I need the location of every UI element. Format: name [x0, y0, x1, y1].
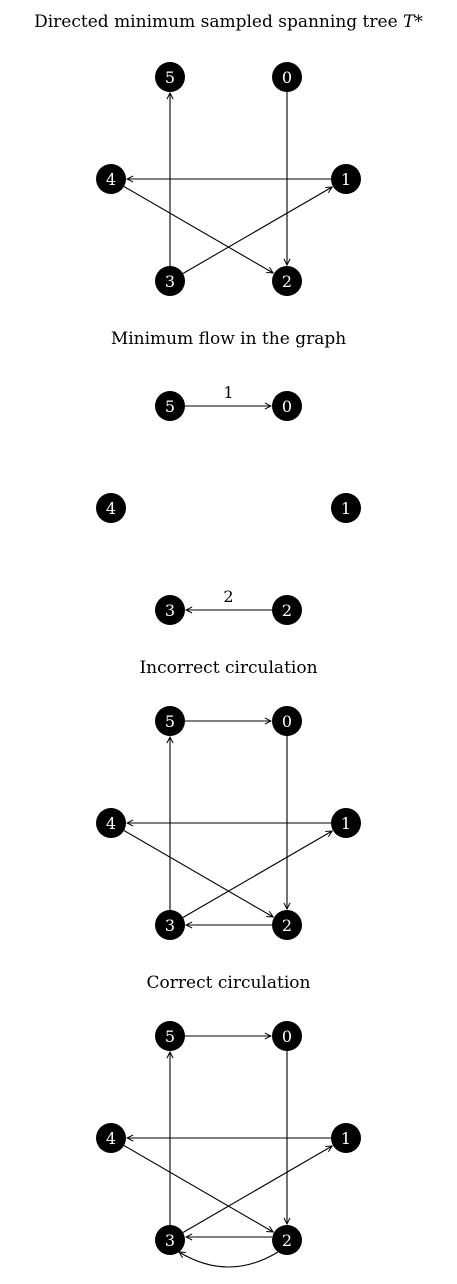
node-label-0-panel-1: 0 — [282, 397, 292, 416]
node-circle-0-panel-1 — [272, 391, 302, 421]
node-label-3-panel-0: 3 — [165, 272, 175, 291]
node-circle-3-panel-2 — [155, 910, 185, 940]
node-circle-5-panel-1 — [155, 391, 185, 421]
panel-title-3: Correct circulation — [0, 973, 457, 993]
node-label-2-panel-3: 2 — [282, 1231, 292, 1250]
node-label-1-panel-1: 1 — [341, 499, 351, 518]
node-circle-0-panel-3 — [272, 1021, 302, 1051]
node-label-0-panel-3: 0 — [282, 1027, 292, 1046]
node-circle-4-panel-1 — [96, 493, 126, 523]
node-label-5-panel-3: 5 — [165, 1027, 175, 1046]
node-1-panel-2: 1 — [331, 808, 361, 838]
node-circle-3-panel-3 — [155, 1225, 185, 1255]
node-5-panel-1: 5 — [155, 391, 185, 421]
edge-3-to-1-panel-3 — [182, 1146, 332, 1233]
panel-title-text-1: Minimum flow in the graph — [110, 329, 347, 349]
node-3-panel-3: 3 — [155, 1225, 185, 1255]
edge-4-to-2-panel-2 — [123, 830, 273, 917]
node-circle-2-panel-3 — [272, 1225, 302, 1255]
node-5-panel-3: 5 — [155, 1021, 185, 1051]
node-label-3-panel-3: 3 — [165, 1231, 175, 1250]
node-label-1-panel-3: 1 — [341, 1129, 351, 1148]
node-label-5-panel-1: 5 — [165, 397, 175, 416]
node-circle-1-panel-0 — [331, 164, 361, 194]
edge-3-to-1-panel-2 — [182, 831, 332, 918]
node-1-panel-0: 1 — [331, 164, 361, 194]
node-label-0-panel-2: 0 — [282, 712, 292, 731]
node-label-2-panel-0: 2 — [282, 272, 292, 291]
node-0-panel-0: 0 — [272, 62, 302, 92]
node-circle-5-panel-2 — [155, 706, 185, 736]
node-2-panel-2: 2 — [272, 910, 302, 940]
panel-title-1: Minimum flow in the graph — [0, 329, 457, 349]
node-0-panel-1: 0 — [272, 391, 302, 421]
node-label-4-panel-1: 4 — [106, 499, 116, 518]
edge-label-5-0-panel-1: 1 — [223, 383, 233, 402]
node-4-panel-3: 4 — [96, 1123, 126, 1153]
node-circle-4-panel-3 — [96, 1123, 126, 1153]
panel-title-text-3: Correct circulation — [146, 973, 311, 993]
node-label-4-panel-0: 4 — [106, 170, 116, 189]
node-label-4-panel-2: 4 — [106, 814, 116, 833]
node-4-panel-2: 4 — [96, 808, 126, 838]
node-3-panel-0: 3 — [155, 266, 185, 296]
node-label-3-panel-1: 3 — [165, 601, 175, 620]
node-0-panel-2: 0 — [272, 706, 302, 736]
node-circle-5-panel-3 — [155, 1021, 185, 1051]
node-circle-4-panel-0 — [96, 164, 126, 194]
node-2-panel-0: 2 — [272, 266, 302, 296]
node-4-panel-0: 4 — [96, 164, 126, 194]
panel-title-math-0: T* — [403, 12, 423, 32]
node-circle-2-panel-0 — [272, 266, 302, 296]
node-1-panel-3: 1 — [331, 1123, 361, 1153]
node-label-0-panel-0: 0 — [282, 68, 292, 87]
node-5-panel-2: 5 — [155, 706, 185, 736]
node-label-4-panel-3: 4 — [106, 1129, 116, 1148]
node-label-5-panel-2: 5 — [165, 712, 175, 731]
node-circle-2-panel-2 — [272, 910, 302, 940]
node-circle-4-panel-2 — [96, 808, 126, 838]
node-label-2-panel-2: 2 — [282, 916, 292, 935]
node-label-3-panel-2: 3 — [165, 916, 175, 935]
panel-title-text-2: Incorrect circulation — [139, 658, 318, 678]
node-label-1-panel-0: 1 — [341, 170, 351, 189]
node-3-panel-2: 3 — [155, 910, 185, 940]
edge-4-to-2-panel-3 — [123, 1145, 273, 1232]
panel-title-text-0: Directed minimum sampled spanning tree — [34, 12, 398, 32]
panel-title-0: Directed minimum sampled spanning tree T… — [0, 12, 457, 32]
node-circle-0-panel-2 — [272, 706, 302, 736]
node-label-5-panel-0: 5 — [165, 68, 175, 87]
node-label-1-panel-2: 1 — [341, 814, 351, 833]
edge-2-to-3-panel-3 — [179, 1252, 279, 1268]
node-0-panel-3: 0 — [272, 1021, 302, 1051]
node-circle-2-panel-1 — [272, 595, 302, 625]
node-circle-1-panel-3 — [331, 1123, 361, 1153]
node-3-panel-1: 3 — [155, 595, 185, 625]
edge-label-2-3-panel-1: 2 — [223, 587, 233, 606]
node-circle-5-panel-0 — [155, 62, 185, 92]
node-circle-1-panel-1 — [331, 493, 361, 523]
node-5-panel-0: 5 — [155, 62, 185, 92]
node-circle-3-panel-1 — [155, 595, 185, 625]
node-circle-3-panel-0 — [155, 266, 185, 296]
edge-3-to-1-panel-0 — [182, 187, 332, 274]
node-2-panel-3: 2 — [272, 1225, 302, 1255]
node-1-panel-1: 1 — [331, 493, 361, 523]
node-2-panel-1: 2 — [272, 595, 302, 625]
node-circle-0-panel-0 — [272, 62, 302, 92]
edge-4-to-2-panel-0 — [123, 186, 273, 273]
panel-title-2: Incorrect circulation — [0, 658, 457, 678]
node-label-2-panel-1: 2 — [282, 601, 292, 620]
node-4-panel-1: 4 — [96, 493, 126, 523]
node-circle-1-panel-2 — [331, 808, 361, 838]
